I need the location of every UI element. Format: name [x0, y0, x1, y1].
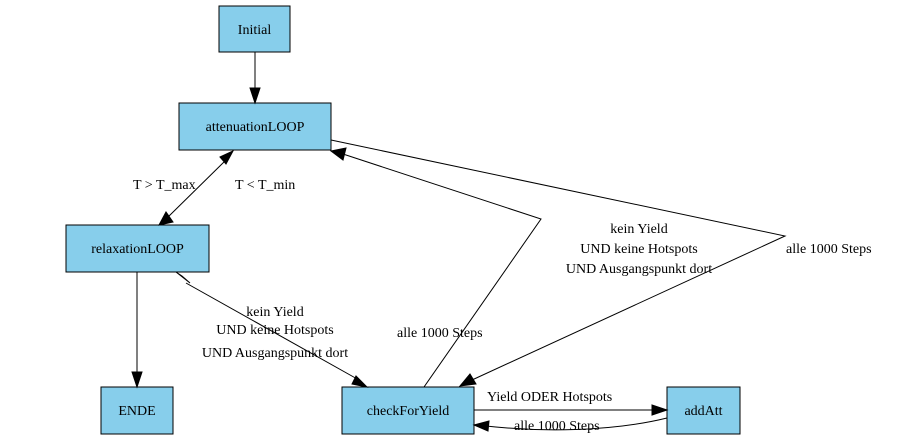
edge-check-relaxation [175, 271, 369, 388]
svg-text:UND Ausgangspunkt dort: UND Ausgangspunkt dort [566, 262, 712, 277]
arrowhead [131, 371, 143, 389]
arrowhead [158, 211, 174, 226]
arrowhead [329, 147, 347, 161]
edge-addatt-to-check [472, 417, 668, 432]
node-ende-label: ENDE [118, 404, 155, 419]
arrowhead [458, 373, 477, 387]
label-check-to-atten: alle 1000 Steps [397, 326, 483, 341]
arrowhead [651, 404, 669, 416]
arrowhead [351, 375, 369, 388]
edge-attenuation-to-check [330, 139, 787, 387]
svg-text:alle 1000 Steps: alle 1000 Steps [786, 242, 872, 257]
label-atten-to-check-steps: alle 1000 Steps [786, 242, 872, 257]
node-add-att-label: addAtt [684, 404, 722, 419]
svg-text:Yield ODER Hotspots: Yield ODER Hotspots [487, 390, 612, 405]
svg-text:UND keine Hotspots: UND keine Hotspots [216, 323, 333, 338]
svg-text:alle 1000 Steps: alle 1000 Steps [514, 419, 600, 434]
node-initial[interactable]: Initial [218, 5, 291, 53]
edge-check-to-addatt [474, 404, 669, 416]
node-add-att[interactable]: addAtt [666, 386, 741, 435]
svg-text:kein Yield: kein Yield [246, 305, 303, 320]
label-check-to-addatt: Yield ODER Hotspots [487, 390, 612, 405]
node-ende[interactable]: ENDE [100, 386, 174, 435]
edge-relaxation-attenuation [158, 149, 235, 226]
svg-text:T < T_min: T < T_min [235, 178, 295, 193]
node-check-for-yield[interactable]: checkForYield [341, 386, 475, 435]
node-attenuation-loop[interactable]: attenuationLOOP [178, 102, 332, 151]
svg-text:UND Ausgangspunkt dort: UND Ausgangspunkt dort [202, 346, 348, 361]
svg-text:kein Yield: kein Yield [610, 222, 667, 237]
label-addatt-to-check: alle 1000 Steps [514, 419, 600, 434]
node-check-for-yield-label: checkForYield [367, 404, 449, 419]
arrowhead [219, 149, 235, 165]
svg-text:T > T_max: T > T_max [133, 178, 196, 193]
arrowhead [249, 87, 261, 105]
edge-check-to-attenuation [329, 147, 542, 388]
edge-initial-to-attenuation [249, 52, 261, 105]
arrowhead [175, 271, 191, 284]
label-relax-to-atten: T > T_max [133, 178, 196, 193]
node-relaxation-loop[interactable]: relaxationLOOP [65, 224, 210, 273]
node-attenuation-loop-label: attenuationLOOP [206, 120, 305, 135]
label-atten-to-relax: T < T_min [235, 178, 295, 193]
svg-text:alle 1000 Steps: alle 1000 Steps [397, 326, 483, 341]
arrowhead [472, 420, 490, 432]
svg-text:UND keine Hotspots: UND keine Hotspots [580, 242, 697, 257]
label-atten-to-check-long: kein Yield UND keine Hotspots UND Ausgan… [566, 222, 712, 277]
node-initial-label: Initial [238, 23, 272, 38]
label-check-to-relax: kein Yield UND keine Hotspots UND Ausgan… [202, 305, 348, 361]
node-relaxation-loop-label: relaxationLOOP [91, 242, 184, 257]
edge-relaxation-to-ende [131, 272, 143, 389]
